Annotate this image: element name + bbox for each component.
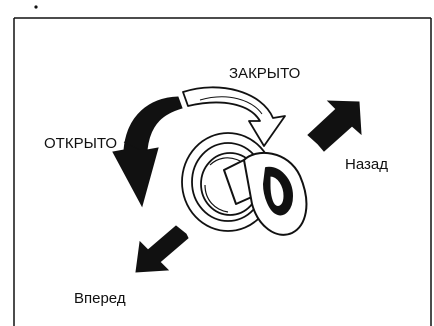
arrow-forward-icon (135, 225, 189, 273)
arrow-closed-rotation-icon (182, 86, 286, 147)
label-forward: Вперед (74, 290, 126, 307)
key-icon (223, 152, 308, 236)
label-back: Назад (345, 156, 388, 173)
leader-lines (123, 141, 141, 151)
label-open: ОТКРЫТО (44, 135, 118, 152)
diagram-frame (13, 5, 432, 326)
arrow-open-rotation-icon (112, 96, 183, 208)
arrow-back-icon (307, 100, 362, 152)
label-closed: ЗАКРЫТО (229, 65, 301, 82)
